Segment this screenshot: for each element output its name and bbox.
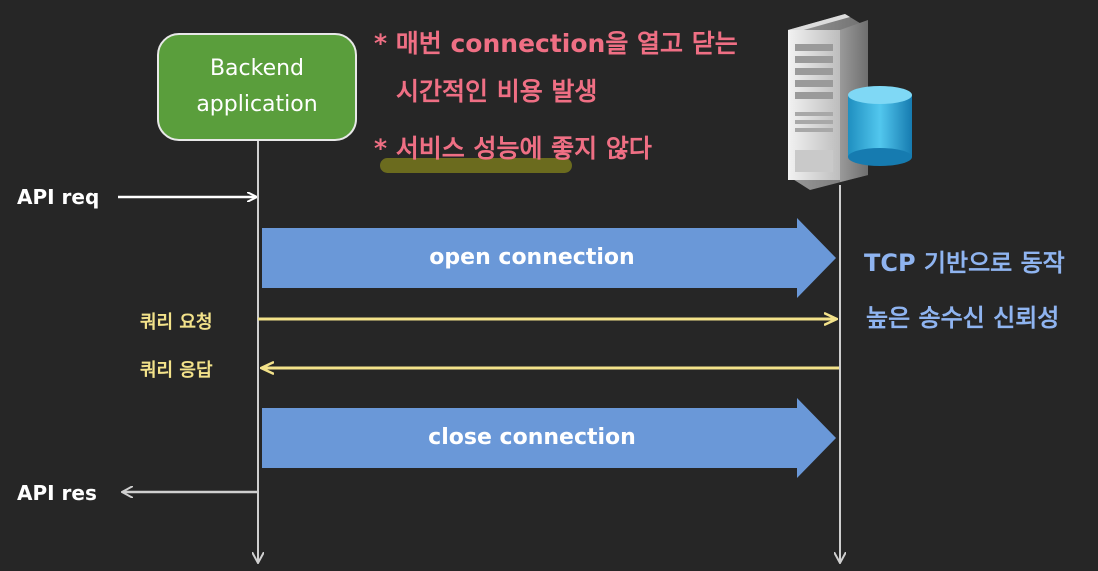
note-1-line-1: * 매번 connection을 열고 닫는 (374, 29, 738, 58)
side-note-line-1: TCP 기반으로 동작 (864, 249, 1065, 277)
note-1-line-2: 시간적인 비용 발생 (396, 77, 598, 106)
api-req-label: API req (17, 185, 100, 209)
side-note-line-2: 높은 송수신 신뢰성 (866, 304, 1060, 332)
api-res-label: API res (17, 481, 97, 505)
note-2: * 서비스 성능에 좋지 않다 (374, 134, 652, 163)
open-connection-label: open connection (429, 245, 635, 270)
query-response-label: 쿼리 응답 (140, 360, 213, 381)
close-connection-arrow (262, 398, 836, 478)
note-highlight (380, 158, 572, 173)
backend-box-line2: application (196, 92, 318, 117)
database-icon (848, 86, 912, 166)
backend-box-line1: Backend (209, 56, 305, 81)
close-connection-label: close connection (428, 425, 636, 450)
open-connection-arrow (262, 218, 836, 298)
query-request-label: 쿼리 요청 (140, 312, 213, 333)
backend-application-box: Backend application (157, 33, 357, 141)
